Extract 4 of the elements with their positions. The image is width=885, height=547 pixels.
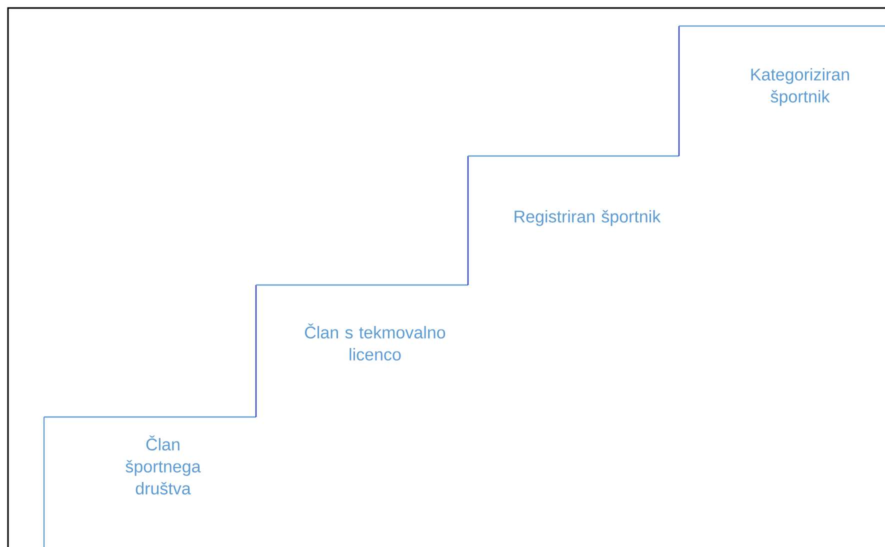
step-label: Kategoriziran športnik [751,68,849,106]
step-label: Član športnega društva [126,436,201,495]
step-label: Član s tekmovalno licenco [305,324,446,361]
step-label: Registriran športnik [514,210,661,226]
